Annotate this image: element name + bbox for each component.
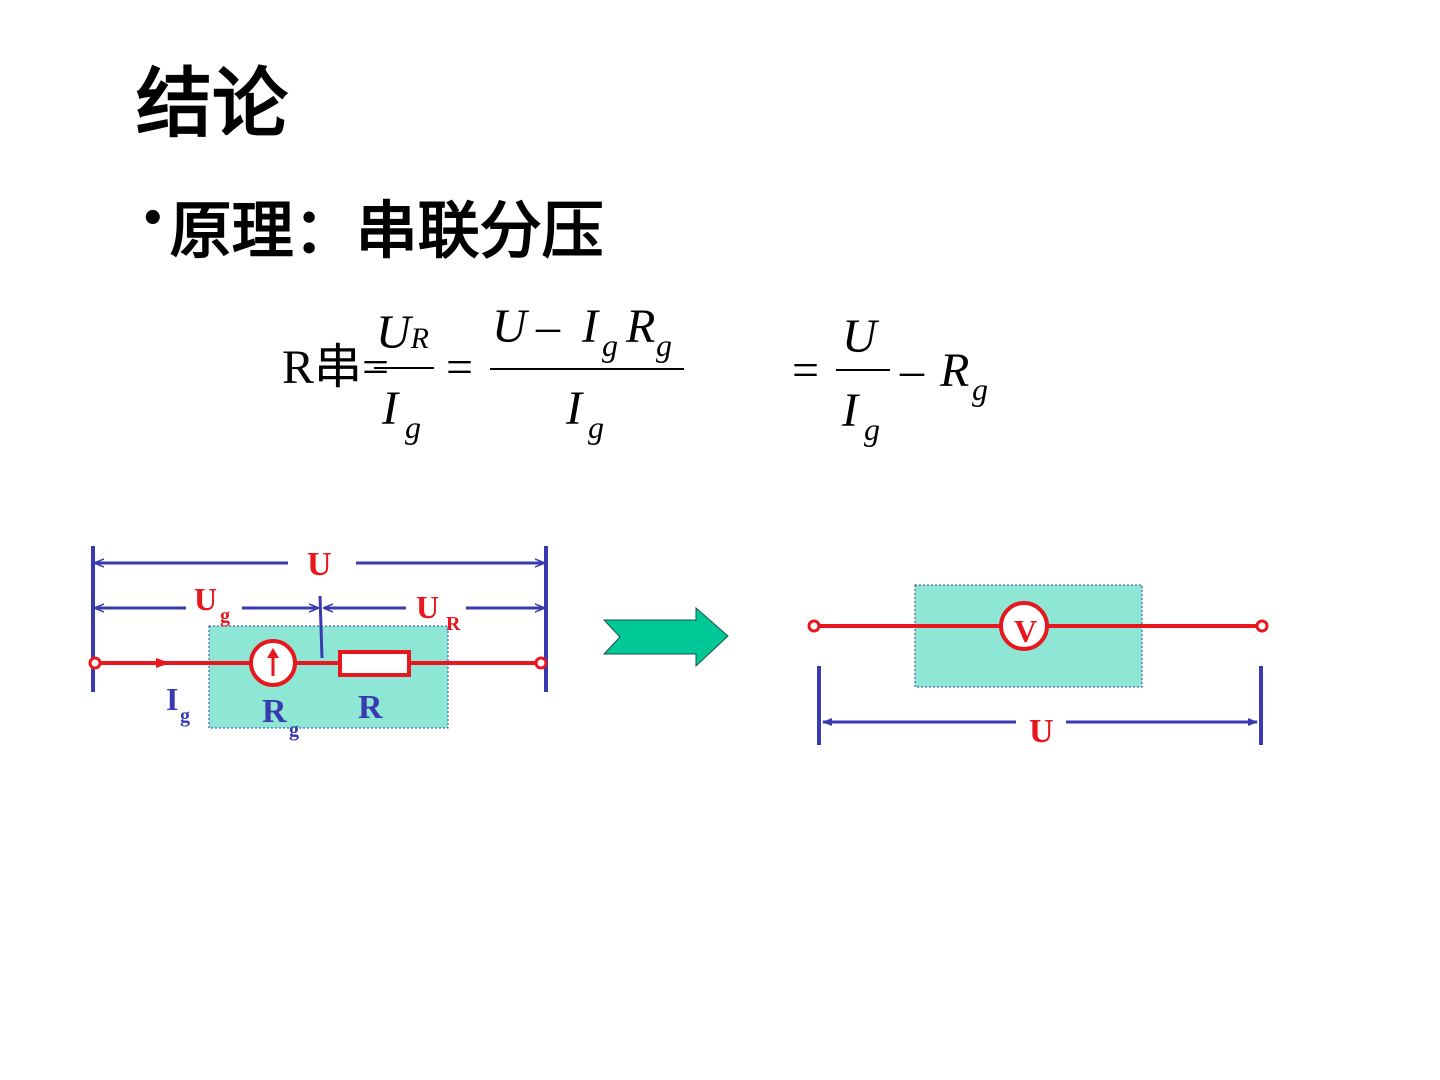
frac2-num-R-sub: g [656,327,672,363]
fraction-2: U – I g R g I g [490,300,684,445]
voltmeter-symbol [999,601,1049,651]
galvanometer-box [208,625,449,729]
terminal-right-right [1255,619,1269,633]
arrow-icon [602,606,729,668]
label-Ig: I [166,681,178,717]
tail-R-sub: g [972,371,988,407]
label-Rg-sub: g [289,719,299,741]
label-Rg: R [262,693,287,730]
tail-minus: – [899,344,925,397]
fraction-1: UR I g [374,306,434,445]
frac2-num-minus: – [535,300,561,353]
frac2-num-I-sub: g [602,327,618,363]
resistor-R [338,650,411,677]
frac2-den: I [565,382,584,435]
frac2-num-I: I [581,300,600,353]
formula-lhs-prefix: R串= [282,341,389,394]
label-Ig-sub: g [180,705,190,727]
frac1-num: UR [376,306,429,359]
bullet-text: 原理：串联分压 [169,194,604,267]
circuit-right: V U [807,584,1269,750]
label-U-right: U [1029,713,1054,750]
frac2-num-R: R [625,300,655,353]
label-Ug: U [194,581,217,617]
frac3-num: U [842,310,880,363]
terminal-left [88,656,102,670]
frac1-den-sub: g [405,409,421,445]
circuit-left: U U g U R I g R g R [88,546,548,741]
equals-1: = [446,341,473,394]
slide-title: 结论 [136,59,288,148]
mid-divider [318,595,324,659]
terminal-left-right [807,619,821,633]
formula: R串= UR I g = U – I g R g I g = U I g – R… [282,300,988,447]
galvanometer-needle-head [267,648,279,658]
frac2-den-sub: g [588,409,604,445]
label-UR: U [416,589,439,625]
label-Ug-sub: g [220,605,230,627]
fraction-3: U I g [836,310,890,447]
bullet-dot: • [140,196,166,242]
frac3-den-sub: g [864,411,880,447]
frac3-den: I [841,384,860,437]
frac1-den: I [381,382,400,435]
transform-arrow [602,606,729,668]
label-U: U [307,546,332,583]
terminal-right [534,656,548,670]
label-R: R [358,689,383,726]
voltmeter-label: V [1014,613,1037,649]
frac2-num-U: U [492,300,530,353]
current-arrow [156,658,170,668]
label-UR-sub: R [446,613,461,635]
tail-R: R [939,344,969,397]
bullet-principle: •原理：串联分压 [140,199,604,262]
equals-2: = [792,344,819,397]
